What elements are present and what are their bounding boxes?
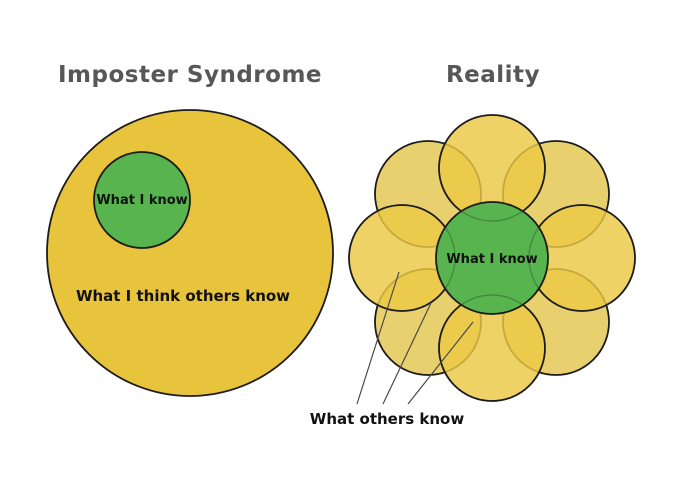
imposter-inner-circle bbox=[93, 151, 191, 249]
reality-center-circle bbox=[435, 201, 549, 315]
petal-arc-left bbox=[348, 204, 456, 312]
reality-bottom-label: What others know bbox=[310, 410, 465, 428]
reality-center-label: What I know bbox=[446, 252, 537, 267]
petal-arc-right bbox=[528, 204, 636, 312]
right-title: Reality bbox=[446, 62, 540, 88]
pointer-line-3 bbox=[407, 321, 474, 405]
imposter-inner-label: What I know bbox=[96, 193, 187, 208]
imposter-outer-circle bbox=[46, 109, 334, 397]
imposter-outer-label: What I think others know bbox=[76, 287, 290, 305]
left-title: Imposter Syndrome bbox=[58, 62, 322, 88]
pointer-line-1 bbox=[356, 271, 400, 405]
petal-arc-bottom bbox=[438, 294, 546, 402]
pointer-line-2 bbox=[382, 302, 432, 405]
petal-arc-top bbox=[438, 114, 546, 222]
